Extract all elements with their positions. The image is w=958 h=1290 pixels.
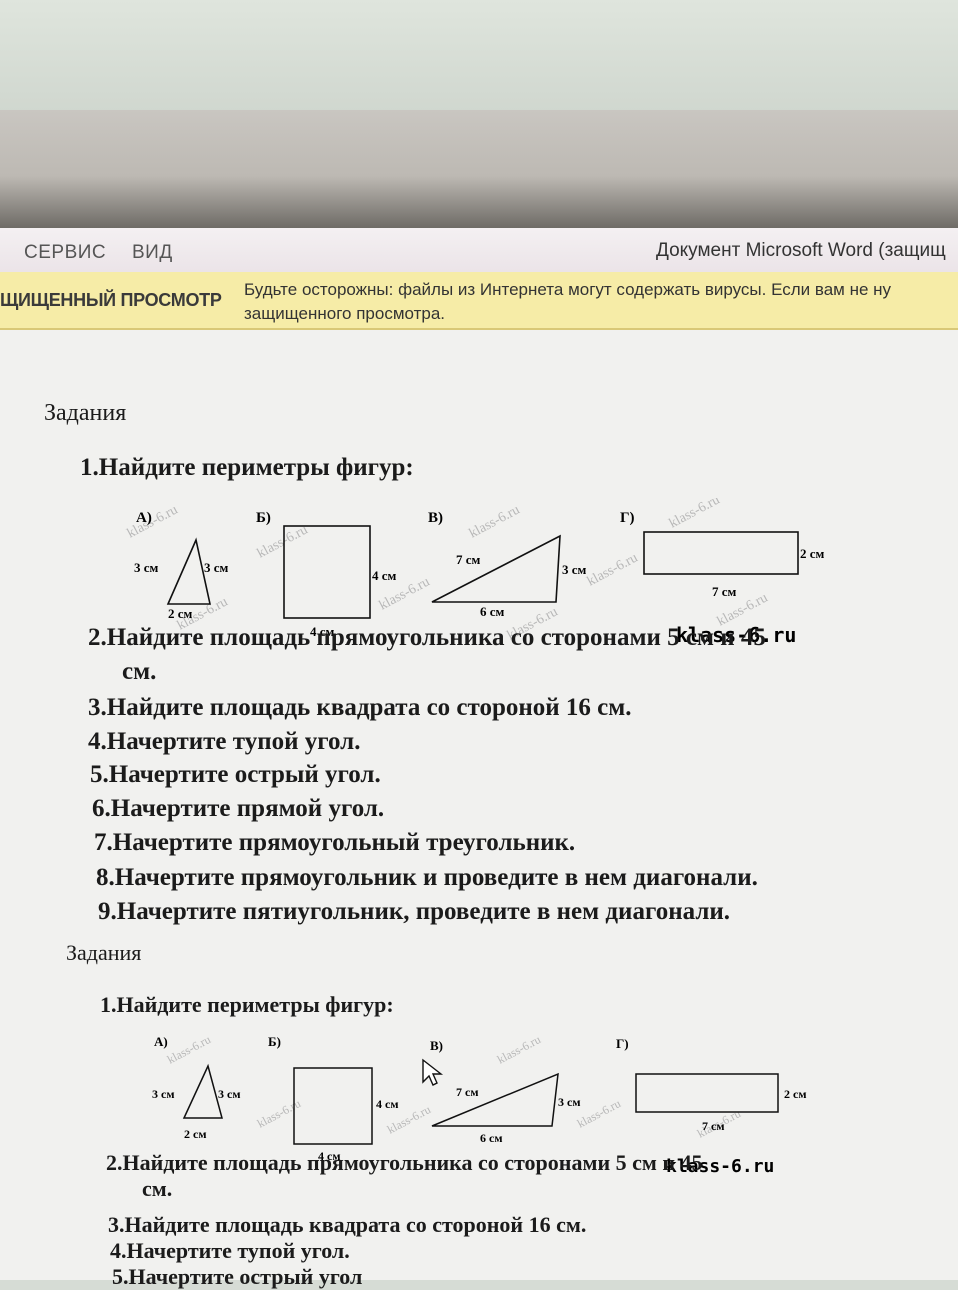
watermark: klass-6.ru <box>125 503 180 542</box>
task-2-line-2-copy: см. <box>142 1176 173 1201</box>
watermark: klass-6.ru <box>575 1096 623 1130</box>
figure-b-bottom-side-copy: 4 см <box>318 1149 341 1163</box>
menu-service[interactable]: СЕРВИС <box>24 242 107 263</box>
site-logo-copy: klass-6.ru <box>666 1156 774 1176</box>
watermark: klass-6.ru <box>495 1032 543 1066</box>
protected-view-message: Будьте осторожны: файлы из Интернета мог… <box>244 278 958 326</box>
figure-d-label: Г) <box>620 510 635 526</box>
window-title: Документ Microsoft Word (защищ <box>656 240 946 261</box>
watermark: klass-6.ru <box>467 503 522 542</box>
task-1-copy: 1.Найдите периметры фигур: <box>100 992 394 1017</box>
task-3-copy: 3.Найдите площадь квадрата со стороной 1… <box>108 1212 587 1237</box>
figure-d-right-side: 2 см <box>800 546 825 561</box>
document-page: Задания 1.Найдите периметры фигур: klass… <box>0 328 958 1289</box>
figure-c-label-copy: В) <box>430 1038 443 1053</box>
mouse-cursor-icon <box>422 1058 444 1086</box>
figure-d-label-copy: Г) <box>616 1036 629 1051</box>
task-4: 4.Начертите тупой угол. <box>88 728 361 755</box>
figure-a-triangle-copy <box>182 1063 223 1119</box>
monitor-screen: СЕРВИС ВИД Документ Microsoft Word (защи… <box>0 228 958 1289</box>
task-1: 1.Найдите периметры фигур: <box>80 454 414 481</box>
ribbon-menu-bar: СЕРВИС ВИД Документ Microsoft Word (защи… <box>0 228 958 273</box>
section-heading-2: Задания <box>66 940 142 965</box>
task-5: 5.Начертите острый угол. <box>90 761 381 788</box>
figure-b-label-copy: Б) <box>268 1034 281 1049</box>
figures-block-2: klass-6.ru klass-6.ru klass-6.ru klass-6… <box>152 1032 807 1176</box>
figure-a-triangle <box>166 537 211 605</box>
figure-b-right-side-copy: 4 см <box>376 1097 399 1111</box>
figure-a-base-copy: 2 см <box>184 1127 207 1141</box>
figure-c-label: В) <box>428 510 443 526</box>
figure-a-left-side-copy: 3 см <box>152 1087 175 1101</box>
figure-d-rectangle-copy <box>635 1073 779 1113</box>
figure-a-label-copy: А) <box>154 1034 168 1049</box>
watermark: klass-6.ru <box>165 1032 213 1066</box>
figure-a-right-side: 3 см <box>204 560 229 575</box>
task-2-line-2: см. <box>122 658 157 685</box>
figure-c-bottom-side-copy: 6 см <box>480 1131 503 1145</box>
background-wall <box>0 0 958 120</box>
figure-c-triangle <box>431 534 561 603</box>
figure-a-left-side: 3 см <box>134 560 159 575</box>
monitor-bezel <box>0 110 958 230</box>
figure-a-right-side-copy: 3 см <box>218 1087 241 1101</box>
figure-c-bottom-side: 6 см <box>480 604 505 619</box>
figure-c-right-side: 3 см <box>562 562 587 577</box>
watermark: klass-6.ru <box>667 498 722 532</box>
figure-c-right-side-copy: 3 см <box>558 1095 581 1109</box>
task-3: 3.Найдите площадь квадрата со стороной 1… <box>88 694 632 721</box>
figure-d-bottom-side: 7 см <box>712 584 737 599</box>
protected-view-message-line2: защищенного просмотра. <box>244 304 446 323</box>
figure-a-label: А) <box>136 510 152 526</box>
figure-d-rectangle <box>643 531 799 575</box>
site-logo: klass-6.ru <box>676 623 796 646</box>
figure-b-square-copy <box>293 1067 373 1145</box>
task-4-copy: 4.Начертите тупой угол. <box>110 1238 350 1263</box>
section-heading: Задания <box>44 400 127 426</box>
figure-a-base: 2 см <box>168 606 193 621</box>
figure-c-triangle-copy <box>431 1072 559 1127</box>
task-5-copy-partial: 5.Начертите острый угол <box>112 1264 363 1289</box>
watermark: klass-6.ru <box>255 523 310 562</box>
watermark: klass-6.ru <box>255 1096 303 1130</box>
task-7: 7.Начертите прямоугольный треугольник. <box>94 829 576 856</box>
figures-block: klass-6.ru klass-6.ru klass-6.ru klass-6… <box>125 498 825 646</box>
menu-view[interactable]: ВИД <box>132 242 173 263</box>
figure-d-right-side-copy: 2 см <box>784 1087 807 1101</box>
figure-b-right-side: 4 см <box>372 568 397 583</box>
figure-d-bottom-side-copy: 7 см <box>702 1119 725 1133</box>
figure-b-label: Б) <box>256 510 271 526</box>
protected-view-message-line1: Будьте осторожны: файлы из Интернета мог… <box>244 280 892 299</box>
figure-b-bottom-side: 4 см <box>310 624 335 639</box>
task-9: 9.Начертите пятиугольник, проведите в не… <box>98 898 730 925</box>
task-2-line-1: 2.Найдите площадь прямоугольника со стор… <box>88 624 766 651</box>
task-6: 6.Начертите прямой угол. <box>92 795 385 822</box>
watermark: klass-6.ru <box>585 551 640 590</box>
task-8: 8.Начертите прямоугольник и проведите в … <box>96 864 758 891</box>
figure-b-square <box>283 525 371 619</box>
protected-view-bar: ЩИЩЕННЫЙ ПРОСМОТР Будьте осторожны: файл… <box>0 272 958 330</box>
protected-view-label: ЩИЩЕННЫЙ ПРОСМОТР <box>0 290 222 310</box>
figure-c-hypotenuse-copy: 7 см <box>456 1085 479 1099</box>
figure-c-hypotenuse: 7 см <box>456 552 481 567</box>
task-2-line-1-copy: 2.Найдите площадь прямоугольника со стор… <box>106 1150 703 1175</box>
